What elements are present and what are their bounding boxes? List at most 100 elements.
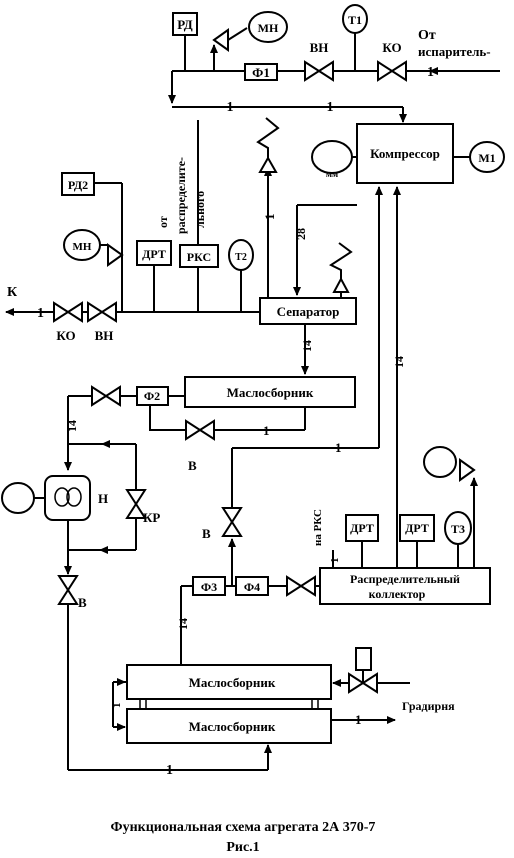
drt2-box xyxy=(345,514,379,542)
from-evap-num: 1 xyxy=(427,65,434,80)
rd2-label: РД2 xyxy=(68,178,88,192)
line-1c-label: 1 xyxy=(263,423,270,438)
safety-valve-spring xyxy=(256,117,280,158)
line-1f-label: 1 xyxy=(111,703,123,709)
m1-circle xyxy=(469,141,505,173)
ko-left-valve-right xyxy=(66,301,83,323)
water-valve-actuator xyxy=(355,647,372,671)
pump-gear-left xyxy=(54,487,70,507)
ko-left-label: КО xyxy=(56,328,75,343)
line-1b-label: 1 xyxy=(327,100,334,115)
b-valve-left-bottom xyxy=(57,588,79,605)
oil-collector-1-label: Маслосборник xyxy=(227,385,314,400)
oil-collector-3-label: Маслосборник xyxy=(189,719,276,734)
to-rks-label: на РКС xyxy=(312,509,324,546)
water-valve-right xyxy=(361,672,378,694)
pump-label: Н xyxy=(98,491,108,506)
oc1-valve-right xyxy=(104,385,121,407)
drt3-box xyxy=(399,514,435,542)
oc1-valve-left xyxy=(91,385,108,407)
water-valve-left xyxy=(348,672,365,694)
b-label-3: В xyxy=(78,595,87,610)
vn-top-valve-left xyxy=(304,60,321,82)
compressor-box xyxy=(356,123,454,184)
f4-label: Ф4 xyxy=(244,580,260,594)
t2-label: Т2 xyxy=(235,252,247,263)
from-dist-label-1: от xyxy=(156,216,170,228)
mn-mid-label: МН xyxy=(73,241,92,253)
dist-valve-left xyxy=(286,575,303,597)
from-evap-label-1: От xyxy=(418,28,436,43)
t3-label: Т3 xyxy=(451,522,465,536)
from-evap-label-2: испаритель- xyxy=(418,44,491,59)
oc1-bottom-loop xyxy=(149,405,186,431)
drt2-label: ДРТ xyxy=(350,521,374,535)
from-dist-label-2: распределите- xyxy=(174,157,188,234)
vn-left-label: ВН xyxy=(95,328,114,343)
line-28-label: 28 xyxy=(294,228,308,240)
gradirnya-label: Градирня xyxy=(402,699,455,713)
line-14b-label: 14 xyxy=(392,356,406,368)
m1-label: М1 xyxy=(478,151,495,165)
mn-mid-valve xyxy=(107,243,124,267)
caption-title: Функциональная схема агрегата 2А 370-7 xyxy=(111,820,376,835)
mn-mid-circle xyxy=(63,229,101,261)
ko-left-valve-left xyxy=(53,301,70,323)
compressor-label: Компрессор xyxy=(370,146,440,161)
sep-valve-spring xyxy=(328,242,353,279)
drt1-box xyxy=(136,240,172,266)
f1-box xyxy=(244,63,278,81)
kr-valve-top xyxy=(125,489,147,506)
mn-top-circle xyxy=(248,11,288,43)
b-label-1: В xyxy=(188,458,197,473)
dist-right-circle xyxy=(423,446,457,478)
separator-box xyxy=(259,297,357,325)
drt3-label: ДРТ xyxy=(405,521,429,535)
mn-top-valve-triangle xyxy=(212,28,229,52)
line-14c-label: 14 xyxy=(65,420,79,432)
safety-valve-triangle xyxy=(258,155,278,173)
rd-label: РД xyxy=(177,17,193,32)
separator-label: Сепаратор xyxy=(277,304,340,319)
mn-top-label: МН xyxy=(258,21,279,35)
vn-top-valve-right xyxy=(317,60,334,82)
kr-label: КР xyxy=(143,510,160,525)
dist-collector-box xyxy=(319,567,491,605)
oc1-loop-valve-right xyxy=(198,419,215,441)
b-label-2: В xyxy=(202,526,211,541)
k-out-label: К xyxy=(7,285,18,300)
caption-figure: Рис.1 xyxy=(226,840,259,855)
rks-label: РКС xyxy=(187,250,211,264)
pump-gear-right xyxy=(66,487,82,507)
line-1h-label: 1 xyxy=(166,763,173,778)
ko-top-valve-left xyxy=(377,60,394,82)
dist-right-valve xyxy=(459,458,476,482)
mn-top-line xyxy=(227,27,248,41)
from-dist-label-3: льного xyxy=(193,191,207,228)
line-14a-label: 14 xyxy=(300,340,314,352)
b-valve-mid-top xyxy=(221,507,243,524)
oil-collector-2-label: Маслосборник xyxy=(189,675,276,690)
ko-top-label: КО xyxy=(382,40,401,55)
dist-collector-label-1: Распределительный xyxy=(350,572,460,586)
line-1-vert-label: 1 xyxy=(262,214,277,221)
b-valve-mid-bottom xyxy=(221,520,243,537)
drt1-label: ДРТ xyxy=(142,247,166,261)
t1-label: Т1 xyxy=(348,13,362,27)
vn-left-valve-right xyxy=(100,301,117,323)
f3-label: Ф3 xyxy=(201,580,217,594)
k-num-label: 1 xyxy=(37,306,44,321)
pump-motor-circle xyxy=(1,482,35,514)
f1-label: Ф1 xyxy=(252,65,270,80)
mm-label: мм xyxy=(326,169,338,179)
sep-valve-triangle xyxy=(332,276,350,293)
f2-label: Ф2 xyxy=(144,389,160,403)
oc1-loop-valve-left xyxy=(185,419,202,441)
line-1e-label: 1 xyxy=(329,558,341,564)
line-1d-label: 1 xyxy=(335,440,342,455)
b-valve-left-top xyxy=(57,575,79,592)
ko-top-valve-right xyxy=(390,60,407,82)
dist-valve-right xyxy=(299,575,316,597)
